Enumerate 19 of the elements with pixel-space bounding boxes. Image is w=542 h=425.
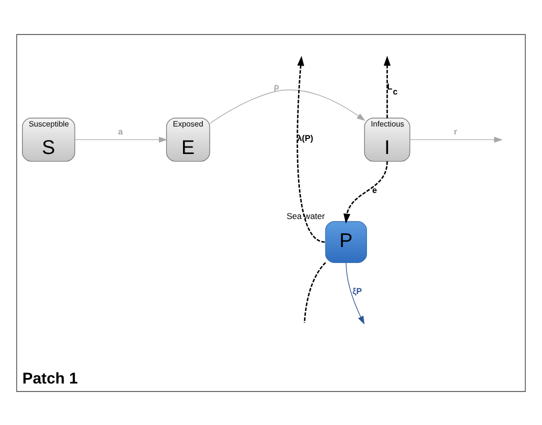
edge-label: ρ [274, 80, 280, 91]
arrow [384, 55, 391, 118]
arrow [343, 160, 388, 224]
arrow [346, 262, 364, 324]
arrow [74, 136, 168, 142]
node-box: Infectious I [364, 117, 410, 162]
edge-label: λ(P) [297, 132, 314, 143]
edge-label: e [372, 184, 378, 194]
edge-label: ξP [352, 286, 362, 296]
edge-label: r [454, 126, 458, 136]
node-label: Sea water [286, 210, 325, 221]
node-box: Susceptible S [22, 117, 76, 162]
arrow [210, 89, 366, 124]
connector [304, 262, 326, 322]
node-box: P [325, 220, 367, 262]
edge-label: a [118, 126, 123, 136]
arrow [410, 136, 503, 142]
node-box: Exposed E [166, 117, 210, 162]
arrow [296, 55, 326, 242]
